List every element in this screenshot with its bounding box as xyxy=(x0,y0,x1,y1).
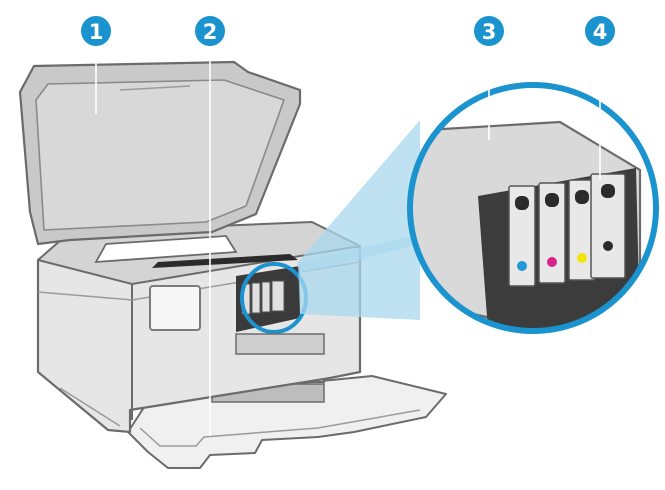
svg-text:1: 1 xyxy=(89,20,104,44)
ink-cartridge-yellow xyxy=(568,179,596,281)
printer-cartridge-bay xyxy=(241,280,285,315)
control-panel xyxy=(149,285,201,331)
svg-text:3: 3 xyxy=(482,20,497,44)
ink-cartridge-magenta xyxy=(538,182,566,284)
ink-cartridge-black xyxy=(590,173,626,279)
callout-4: 4 xyxy=(585,16,615,46)
callout-1: 1 xyxy=(81,16,111,46)
ink-cartridges xyxy=(508,173,626,287)
svg-text:4: 4 xyxy=(593,20,608,44)
scanner-lid xyxy=(18,60,302,246)
zoom-ring xyxy=(407,82,659,334)
ink-cartridge-cyan xyxy=(508,185,536,287)
zoom-cone xyxy=(298,120,420,320)
cartridge-zoom-inset xyxy=(407,82,659,334)
callout-lines xyxy=(95,46,601,436)
callout-2: 2 xyxy=(195,16,225,46)
callout-3: 3 xyxy=(474,16,504,46)
svg-text:2: 2 xyxy=(203,20,218,44)
